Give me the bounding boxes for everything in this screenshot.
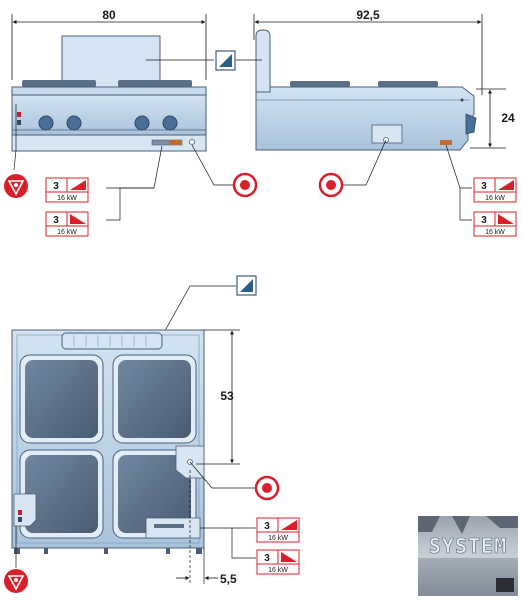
svg-text:3: 3: [53, 181, 59, 192]
power-label-top-front: 3 16 kW: [45, 177, 89, 203]
control-knob: [134, 115, 150, 131]
front-view: 80: [11, 8, 234, 221]
terminal-block: [440, 140, 452, 145]
phase-power-icon: [498, 180, 514, 190]
terminal-block: [170, 140, 182, 145]
phase-power-icon: [70, 180, 86, 190]
indicator-lamp: [17, 120, 21, 125]
power-label-bottom-plan: 3 16 kW: [256, 549, 300, 575]
phase-power-icon: [498, 214, 514, 224]
svg-text:16 kW: 16 kW: [57, 195, 77, 202]
dimension-front-width: 80: [102, 8, 116, 22]
water-connection-icon: [215, 50, 236, 71]
gas-connection-box: [13, 493, 37, 527]
svg-text:16 kW: 16 kW: [268, 535, 288, 542]
power-label-bottom-side: 3 16 kW: [473, 211, 517, 237]
svg-text:16 kW: 16 kW: [57, 229, 77, 236]
control-panel: [11, 94, 207, 136]
power-label-top-plan: 3 16 kW: [256, 517, 300, 543]
hot-plate: [118, 360, 191, 438]
control-knob: [162, 115, 178, 131]
side-view: 92,5 24: [236, 8, 515, 221]
hot-plate: [25, 455, 98, 533]
gas-inlet-icon: [4, 569, 28, 593]
control-knob: [465, 113, 477, 135]
water-connection-icon: [236, 275, 257, 296]
watermark-text: SYSTEM: [429, 534, 507, 558]
svg-text:3: 3: [264, 521, 270, 532]
svg-text:16 kW: 16 kW: [268, 567, 288, 574]
control-knob: [66, 115, 82, 131]
control-knob: [38, 115, 54, 131]
electrical-connection-icon: [318, 172, 344, 198]
svg-text:16 kW: 16 kW: [485, 195, 505, 202]
watermark-logo: SYSTEM: [418, 516, 518, 596]
hot-plate: [22, 80, 96, 87]
appliance-body-side: [255, 86, 475, 151]
svg-text:3: 3: [481, 181, 487, 192]
service-panel: [371, 124, 403, 144]
backsplash: [61, 35, 161, 89]
dimension-side-height: 24: [501, 111, 515, 125]
svg-text:3: 3: [481, 215, 487, 226]
phase-power-icon: [281, 552, 297, 562]
hot-plate: [290, 81, 350, 87]
svg-text:3: 3: [264, 553, 270, 564]
electrical-connection-icon: [254, 475, 280, 501]
plan-view: 53 5,5: [11, 275, 257, 586]
hot-plate: [378, 81, 438, 87]
indicator-lamp: [17, 112, 21, 117]
backsplash-side: [255, 29, 271, 93]
gas-inlet-icon: [4, 174, 28, 198]
power-label-bottom-front: 3 16 kW: [45, 211, 89, 237]
equipotential-point: [189, 139, 195, 145]
dimension-plan-depth: 53: [220, 389, 234, 403]
base-plinth: [11, 134, 207, 152]
svg-text:3: 3: [53, 215, 59, 226]
hot-plate: [118, 80, 192, 87]
phase-power-icon: [281, 520, 297, 530]
cooktop-frame: [11, 86, 207, 96]
dimension-side-depth: 92,5: [356, 8, 380, 22]
electrical-connection-icon: [232, 172, 258, 198]
phase-power-icon: [70, 214, 86, 224]
svg-text:16 kW: 16 kW: [485, 229, 505, 236]
dimension-plan-offset: 5,5: [220, 572, 237, 586]
flue-vent: [61, 332, 163, 350]
hot-plate: [25, 360, 98, 438]
hot-plate: [118, 455, 191, 533]
power-label-top-side: 3 16 kW: [473, 177, 517, 203]
